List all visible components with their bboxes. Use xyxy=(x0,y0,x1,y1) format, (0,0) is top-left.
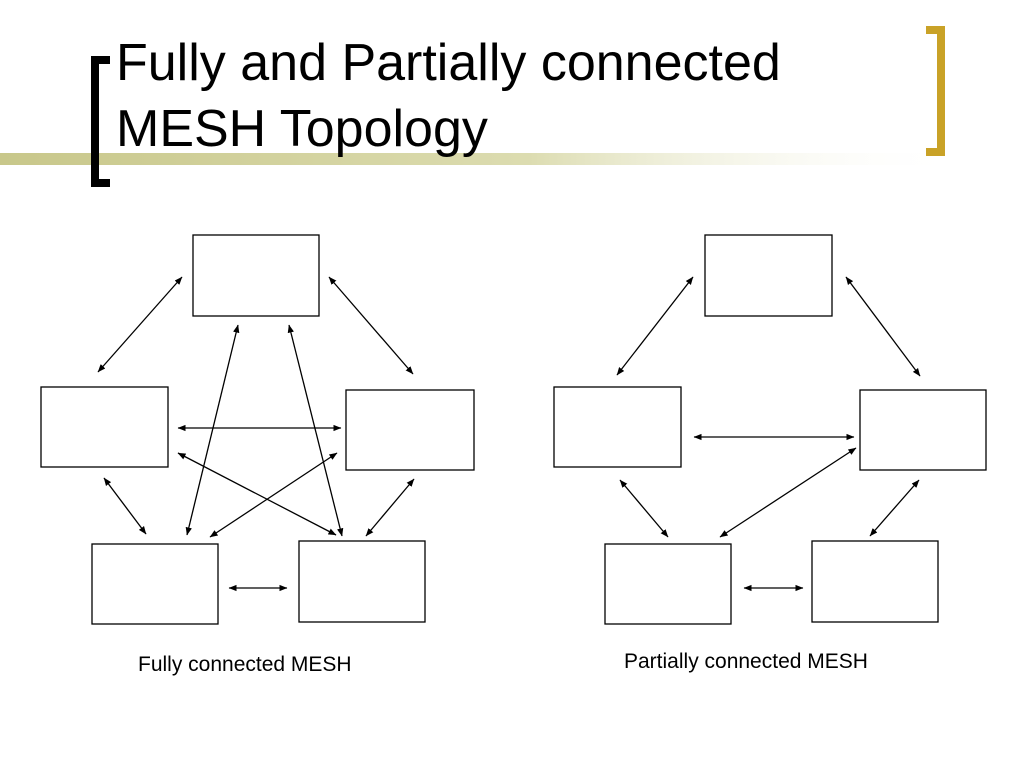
full-node-top xyxy=(192,234,320,317)
partial-link-top-left xyxy=(616,276,694,376)
full-link-right-bottom-left xyxy=(209,452,338,538)
full-link-top-right xyxy=(328,276,414,375)
partial-node-bottom-right xyxy=(811,540,939,623)
fully-connected-mesh-diagram xyxy=(40,234,475,625)
partial-link-right-bottom-right xyxy=(869,479,920,537)
full-link-left-bottom-left xyxy=(103,477,147,535)
full-link-left-bottom-right xyxy=(177,452,337,536)
full-node-bottom-left xyxy=(91,543,219,625)
partial-node-top xyxy=(704,234,833,317)
full-node-right xyxy=(345,389,475,471)
partial-link-left-bottom-left xyxy=(619,479,669,538)
fully-connected-caption: Fully connected MESH xyxy=(138,653,352,676)
partially-connected-mesh-diagram xyxy=(553,234,987,625)
partial-node-right xyxy=(859,389,987,471)
partial-link-right-bottom-left xyxy=(719,447,857,538)
partial-node-left xyxy=(553,386,682,468)
partial-node-bottom-left xyxy=(604,543,732,625)
full-link-top-bottom-left xyxy=(185,324,240,536)
full-link-top-bottom-right xyxy=(287,324,344,537)
partially-connected-caption: Partially connected MESH xyxy=(624,650,868,673)
slide-title-line-2: MESH Topology xyxy=(116,100,488,158)
title-accent-band xyxy=(0,153,960,165)
full-link-right-bottom-right xyxy=(365,478,415,537)
slide-title-line-1: Fully and Partially connected xyxy=(116,34,781,92)
full-link-top-left xyxy=(97,276,183,373)
partial-link-top-right xyxy=(845,276,921,377)
right-title-bracket xyxy=(926,26,945,156)
slide-title: Fully and Partially connected MESH Topol… xyxy=(116,30,896,162)
left-title-bracket xyxy=(91,56,110,187)
full-node-left xyxy=(40,386,169,468)
full-node-bottom-right xyxy=(298,540,426,623)
